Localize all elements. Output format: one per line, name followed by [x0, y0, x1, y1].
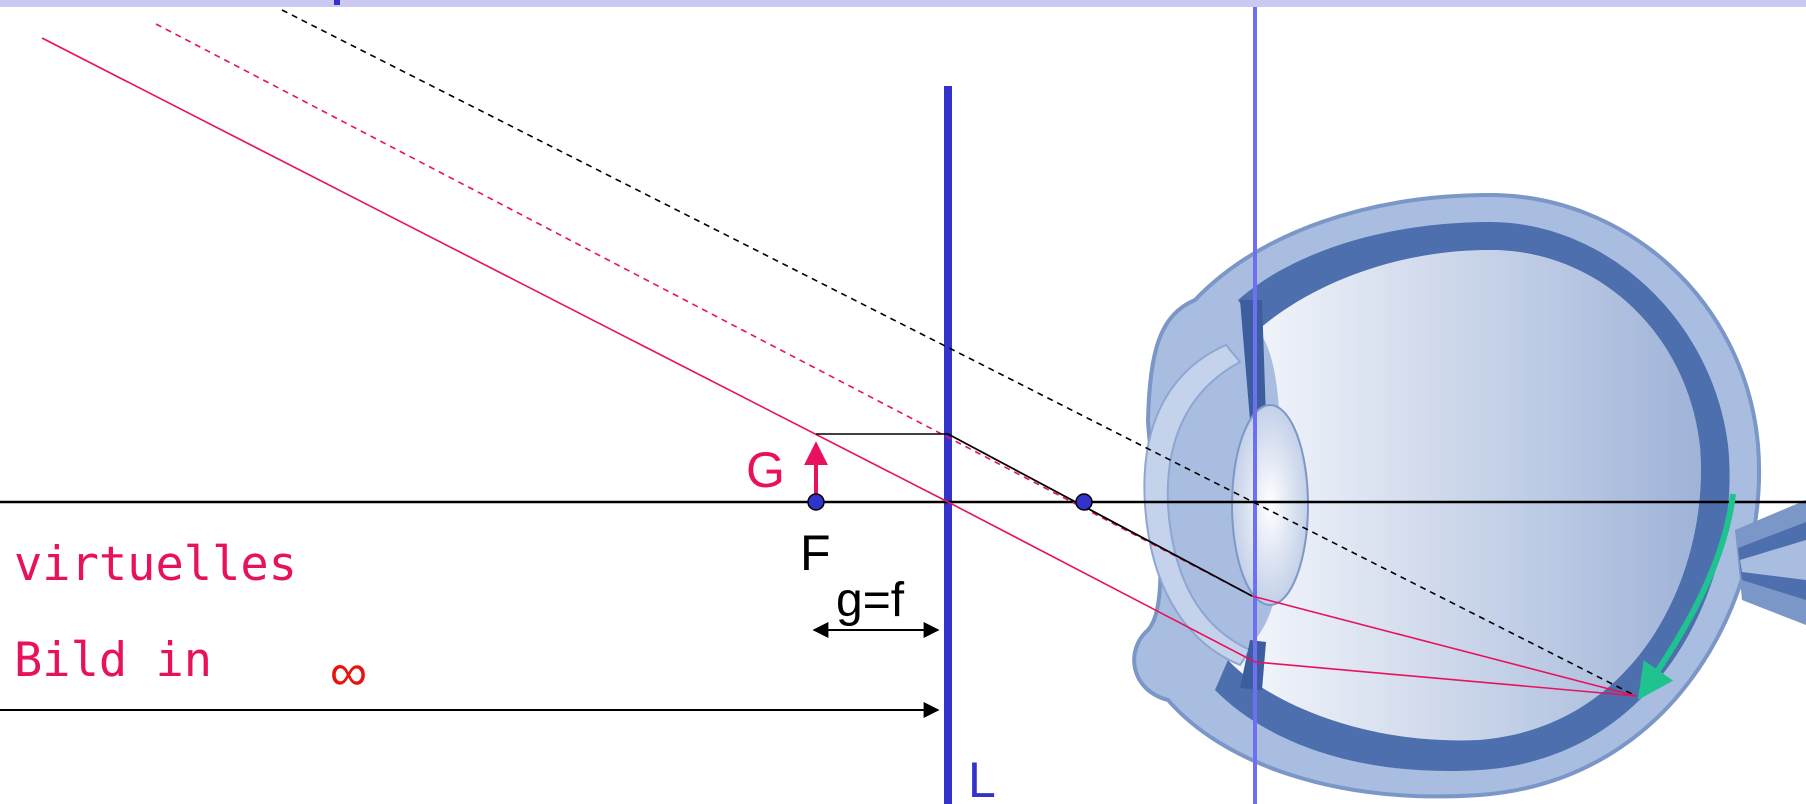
eye-choroid	[1215, 222, 1730, 772]
retina-image-arc	[1637, 493, 1736, 700]
ray-virtual-solid	[41, 37, 949, 503]
top-bar	[0, 0, 1806, 7]
top-bar-mark	[334, 0, 340, 5]
ray-virtual-dashed	[155, 23, 1253, 597]
eye-cornea	[1143, 343, 1252, 667]
eye-optic-nerve-core	[1740, 540, 1806, 580]
label-G: G	[746, 442, 785, 498]
eye-vitreous	[1228, 250, 1701, 741]
focus-point-right	[1075, 493, 1093, 511]
label-bild-in: Bild in	[14, 633, 212, 688]
label-g-eq-f: g=f	[836, 574, 905, 627]
ray-black-central	[947, 433, 1253, 597]
ray-refracted-lower	[947, 501, 1637, 697]
label-virtuelles: virtuelles	[14, 537, 297, 592]
eye-cross-section-icon	[1132, 192, 1806, 799]
ray-refracted-upper	[1251, 595, 1637, 697]
label-L: L	[968, 752, 996, 804]
infinity-symbol: ∞	[330, 644, 367, 702]
eye-lens	[1231, 404, 1309, 606]
focus-point-left	[807, 493, 825, 511]
label-F: F	[800, 525, 831, 581]
